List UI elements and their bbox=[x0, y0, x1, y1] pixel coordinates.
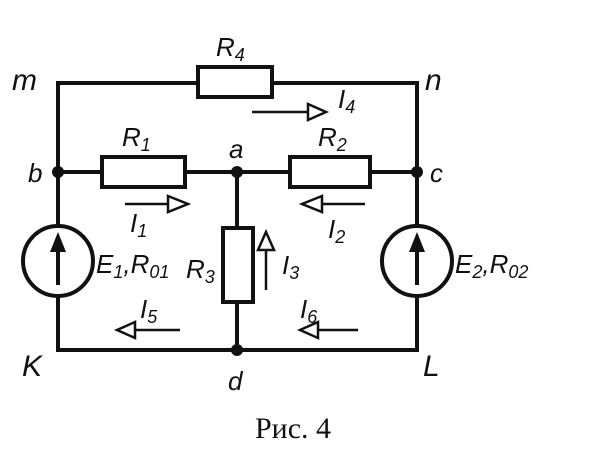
label-i2: I2 bbox=[328, 214, 345, 247]
figure-caption: Рис. 4 bbox=[255, 412, 331, 445]
arrow-i4 bbox=[252, 102, 330, 122]
node-dot-c bbox=[411, 166, 423, 178]
source-e1 bbox=[21, 224, 95, 298]
label-r4: R4 bbox=[216, 32, 245, 65]
node-dot-b bbox=[52, 166, 64, 178]
arrow-i5 bbox=[113, 320, 180, 340]
label-r1: R1 bbox=[122, 122, 151, 155]
label-e1-r01: E1,R01 bbox=[96, 249, 169, 282]
resistor-r4 bbox=[196, 65, 274, 99]
arrow-i1 bbox=[125, 194, 192, 214]
resistor-r2 bbox=[288, 155, 372, 189]
resistor-r3 bbox=[221, 226, 255, 304]
arrow-i2 bbox=[298, 194, 365, 214]
label-i5: I5 bbox=[140, 294, 158, 327]
label-r3: R3 bbox=[186, 254, 215, 287]
node-label-k: K bbox=[22, 350, 44, 383]
arrow-i6 bbox=[296, 320, 358, 340]
node-dot-d bbox=[231, 344, 243, 356]
label-i1: I1 bbox=[130, 208, 147, 241]
arrow-i3 bbox=[256, 228, 276, 290]
node-dot-a bbox=[231, 166, 243, 178]
node-label-l: L bbox=[423, 350, 440, 383]
label-i3: I3 bbox=[282, 250, 299, 283]
label-e2-r02: E2,R02 bbox=[455, 249, 528, 282]
wires bbox=[56, 81, 419, 352]
node-label-b: b bbox=[28, 158, 42, 188]
node-label-d: d bbox=[228, 366, 244, 396]
node-label-a: a bbox=[229, 134, 243, 164]
node-label-m: m bbox=[12, 64, 37, 97]
resistor-r1 bbox=[100, 155, 187, 189]
label-r2: R2 bbox=[318, 122, 347, 155]
source-e2 bbox=[380, 224, 454, 298]
node-label-n: n bbox=[425, 64, 442, 97]
node-label-c: c bbox=[430, 158, 443, 188]
label-i6: I6 bbox=[300, 294, 318, 327]
label-i4: I4 bbox=[338, 84, 355, 117]
